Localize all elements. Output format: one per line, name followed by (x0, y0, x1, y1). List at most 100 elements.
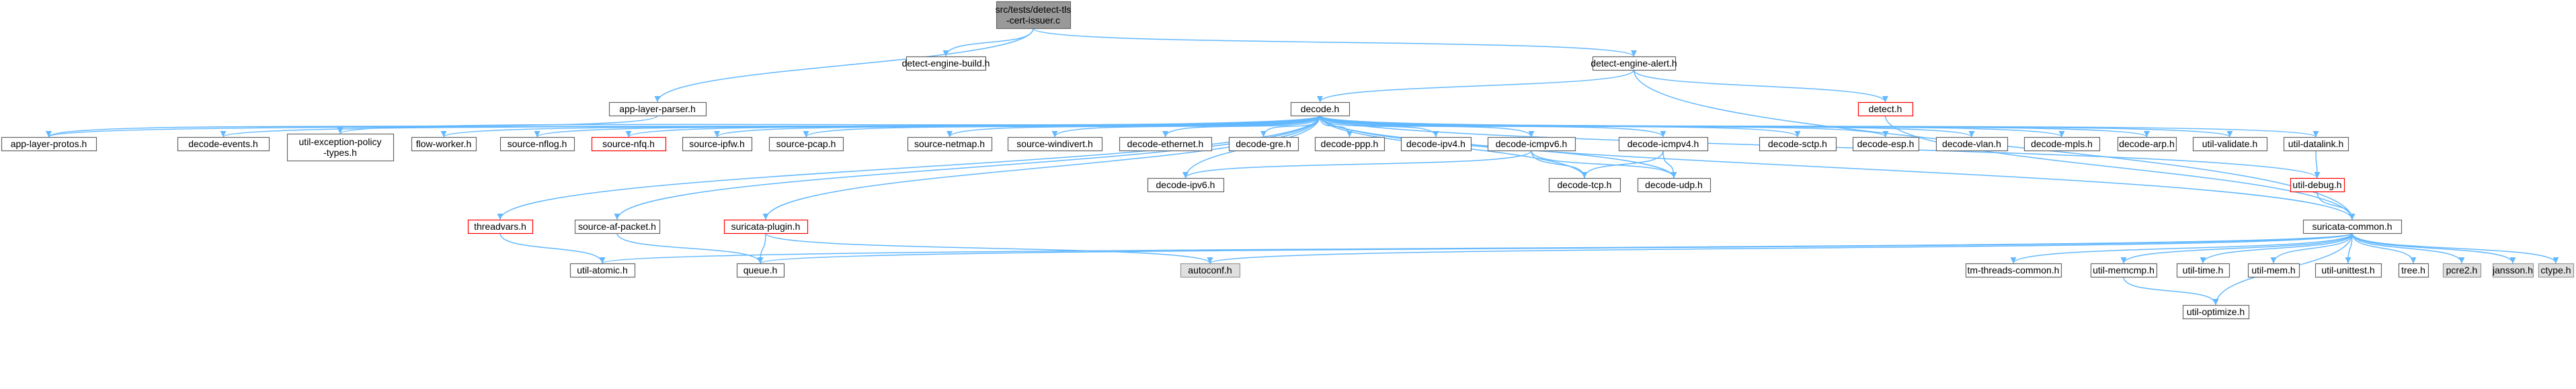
edge-scommon-to-utime (2200, 232, 2353, 264)
node-uvalidate[interactable]: util-validate.h (2192, 136, 2268, 152)
node-dmpls[interactable]: decode-mpls.h (2023, 136, 2101, 152)
node-devents[interactable]: decode-events.h (177, 136, 270, 152)
node-box-pcre2 (2442, 263, 2482, 278)
node-box-snfq (591, 136, 667, 152)
node-udatalink[interactable]: util-datalink.h (2283, 136, 2349, 152)
node-scommon[interactable]: suricata-common.h (2302, 219, 2403, 234)
node-dipv4[interactable]: decode-ipv4.h (1400, 136, 1472, 152)
node-tmthreads[interactable]: tm-threads-common.h (1965, 263, 2062, 278)
node-dppp[interactable]: decode-ppp.h (1314, 136, 1385, 152)
node-label-umem: util-mem.h (2251, 265, 2295, 275)
node-uoptimize[interactable]: util-optimize.h (2182, 304, 2250, 320)
node-label-dmpls: decode-mpls.h (2031, 138, 2093, 149)
node-box-ctype (2538, 263, 2575, 278)
node-dicmpv4[interactable]: decode-icmpv4.h (1618, 136, 1709, 152)
node-dtcp[interactable]: decode-tcp.h (1548, 177, 1621, 193)
node-label-uvalidate: util-validate.h (2202, 138, 2258, 149)
node-box-safpacket (574, 219, 661, 234)
node-desp[interactable]: decode-esp.h (1852, 136, 1920, 152)
node-udebug[interactable]: util-debug.h (2290, 177, 2345, 193)
node-queue[interactable]: queue.h (736, 263, 785, 278)
node-box-devents (177, 136, 270, 152)
node-sipfw[interactable]: source-ipfw.h (682, 136, 753, 152)
node-label-protos: app-layer-protos.h (11, 138, 87, 149)
node-protos[interactable]: app-layer-protos.h (1, 136, 97, 152)
node-box-dsctp (1759, 136, 1837, 152)
node-dudp[interactable]: decode-udp.h (1637, 177, 1712, 193)
node-dea[interactable]: detect-engine-alert.h (1591, 56, 1677, 71)
node-label-dudp: decode-udp.h (1645, 179, 1703, 190)
edge-scommon-to-uunittest (2345, 232, 2353, 264)
node-box-queue (736, 263, 785, 278)
node-deth[interactable]: decode-ethernet.h (1119, 136, 1213, 152)
node-box-dudp (1637, 177, 1712, 193)
node-box-dmpls (2023, 136, 2101, 152)
node-label-snetmap: source-netmap.h (914, 138, 985, 149)
node-box-uunittest (2315, 263, 2382, 278)
node-label-udebug: util-debug.h (2292, 179, 2341, 190)
node-label-det: detect.h (1869, 103, 1902, 114)
edge-safpacket-to-queue (616, 232, 764, 264)
node-box-dtcp (1548, 177, 1621, 193)
node-label-dicmpv4: decode-icmpv4.h (1627, 138, 1699, 149)
edge-udatalink-to-udebug (2314, 150, 2321, 179)
node-darp[interactable]: decode-arp.h (2117, 136, 2177, 152)
node-spcap[interactable]: source-pcap.h (768, 136, 844, 152)
node-pcre2[interactable]: pcre2.h (2442, 263, 2482, 278)
node-ctype[interactable]: ctype.h (2538, 263, 2575, 278)
node-box-snflog (499, 136, 575, 152)
node-box-deth (1119, 136, 1213, 152)
node-box-dppp (1314, 136, 1385, 152)
node-box-tmthreads (1965, 263, 2062, 278)
node-snfq[interactable]: source-nfq.h (591, 136, 667, 152)
node-label-dec: decode.h (1301, 103, 1340, 114)
node-splugin[interactable]: suricata-plugin.h (723, 219, 809, 234)
node-det[interactable]: detect.h (1857, 101, 1914, 117)
node-fw[interactable]: flow-worker.h (411, 136, 477, 152)
edge-scommon-to-uatomic (600, 232, 2353, 264)
node-label-dea: detect-engine-alert.h (1591, 58, 1677, 69)
node-box-snetmap (907, 136, 993, 152)
node-label-jansson: jansson.h (2492, 265, 2533, 275)
node-label-fw: flow-worker.h (416, 138, 471, 149)
node-uexc[interactable]: util-exception-policy-types.h (286, 133, 395, 162)
node-label-queue: queue.h (743, 265, 778, 275)
node-jansson[interactable]: jansson.h (2492, 263, 2534, 278)
edge-dicmpv4-to-dudp (1662, 150, 1677, 179)
node-box-jansson (2492, 263, 2534, 278)
node-snetmap[interactable]: source-netmap.h (907, 136, 993, 152)
edge-splugin-to-autoconf (765, 232, 1213, 264)
node-dicmpv6[interactable]: decode-icmpv6.h (1487, 136, 1576, 152)
node-umemcmp[interactable]: util-memcmp.h (2090, 263, 2158, 278)
edge-dec-to-safpacket (614, 115, 1321, 220)
edge-det-to-scommon (1884, 115, 2356, 220)
node-label-uexc: util-exception-policy (299, 136, 382, 147)
node-deb[interactable]: detect-engine-build.h (902, 56, 990, 71)
node-swindivert[interactable]: source-windivert.h (1007, 136, 1103, 152)
node-threadvars[interactable]: threadvars.h (467, 219, 534, 234)
node-box-dipv4 (1400, 136, 1472, 152)
node-dgre[interactable]: decode-gre.h (1228, 136, 1299, 152)
edge-dicmpv4-to-dtcp (1581, 150, 1664, 179)
edge-dec-to-threadvars (497, 115, 1321, 220)
edge-scommon-to-autoconf (1207, 232, 2353, 264)
node-utime[interactable]: util-time.h (2176, 263, 2230, 278)
node-dsctp[interactable]: decode-sctp.h (1759, 136, 1837, 152)
node-dvlan[interactable]: decode-vlan.h (1935, 136, 2009, 152)
node-snflog[interactable]: source-nflog.h (499, 136, 575, 152)
node-alp[interactable]: app-layer-parser.h (608, 101, 707, 117)
node-label-ctype: ctype.h (2540, 265, 2571, 275)
node-safpacket[interactable]: source-af-packet.h (574, 219, 661, 234)
node-umem[interactable]: util-mem.h (2247, 263, 2300, 278)
node-dipv6[interactable]: decode-ipv6.h (1147, 177, 1225, 193)
node-uunittest[interactable]: util-unittest.h (2315, 263, 2382, 278)
node-box-uexc (286, 133, 395, 162)
node-box-det (1857, 101, 1914, 117)
node-label-safpacket: source-af-packet.h (578, 221, 656, 232)
node-root[interactable]: src/tests/detect-tls-cert-issuer.c (996, 1, 1072, 30)
node-tree[interactable]: tree.h (2398, 263, 2429, 278)
node-autoconf[interactable]: autoconf.h (1180, 263, 1241, 278)
node-uatomic[interactable]: util-atomic.h (569, 263, 636, 278)
node-dec[interactable]: decode.h (1290, 101, 1351, 117)
node-box-umem (2247, 263, 2300, 278)
